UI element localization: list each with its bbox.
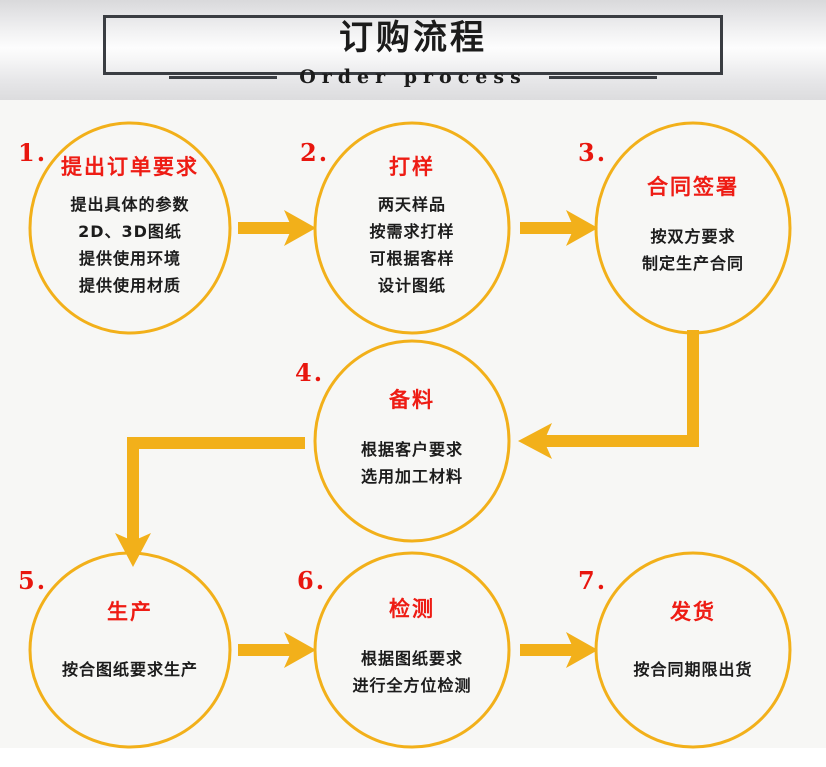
- node-2-line-3: 可根据客样: [369, 249, 455, 268]
- node-1-line-3: 提供使用环境: [78, 249, 181, 268]
- node-1[interactable]: 提出订单要求 提出具体的参数 2D、3D图纸 提供使用环境 提供使用材质: [30, 119, 230, 337]
- node-1-line-2: 2D、3D图纸: [78, 222, 182, 241]
- step-number-7: 7.: [578, 566, 608, 595]
- node-7-line-1: 按合同期限出货: [633, 660, 753, 679]
- node-6-line-2: 进行全方位检测: [352, 676, 472, 695]
- node-4[interactable]: 备料 根据客户要求 选用加工材料: [312, 332, 512, 550]
- node-5-line-1: 按合图纸要求生产: [61, 660, 198, 679]
- page-title: 订购流程: [339, 18, 487, 58]
- step-number-1: 1.: [18, 138, 48, 167]
- node-6-line-1: 根据图纸要求: [360, 649, 463, 668]
- node-3-line-2: 制定生产合同: [641, 254, 744, 273]
- bottom-strip: [0, 748, 826, 767]
- subtitle-rule-left: [169, 75, 278, 79]
- node-4-line-2: 选用加工材料: [360, 467, 463, 486]
- node-5-lines: 按合图纸要求生产: [62, 656, 198, 683]
- node-1-line-4: 提供使用材质: [78, 276, 181, 295]
- node-3-title: 合同签署: [647, 175, 739, 199]
- node-7-title: 发货: [670, 600, 716, 624]
- node-2[interactable]: 打样 两天样品 按需求打样 可根据客样 设计图纸: [312, 119, 512, 337]
- header-band: 订购流程 Order process: [0, 0, 826, 100]
- node-1-title: 提出订单要求: [61, 155, 199, 179]
- node-1-line-1: 提出具体的参数: [70, 195, 190, 214]
- node-4-title: 备料: [389, 388, 435, 412]
- node-3-line-1: 按双方要求: [650, 227, 736, 246]
- node-6[interactable]: 检测 根据图纸要求 进行全方位检测: [312, 541, 512, 759]
- step-number-2: 2.: [300, 138, 330, 167]
- node-5-title: 生产: [107, 600, 153, 624]
- node-2-line-2: 按需求打样: [369, 222, 455, 241]
- step-number-3: 3.: [578, 138, 608, 167]
- subtitle-row: Order process: [0, 63, 826, 91]
- subtitle-rule-right: [548, 75, 657, 79]
- node-3[interactable]: 合同签署 按双方要求 制定生产合同: [593, 119, 793, 337]
- node-4-line-1: 根据客户要求: [360, 440, 463, 459]
- node-4-lines: 根据客户要求 选用加工材料: [361, 436, 463, 490]
- node-2-lines: 两天样品 按需求打样 可根据客样 设计图纸: [369, 191, 454, 299]
- step-number-6: 6.: [297, 566, 327, 595]
- node-7-lines: 按合同期限出货: [633, 656, 752, 683]
- node-2-title: 打样: [389, 155, 435, 179]
- node-7[interactable]: 发货 按合同期限出货: [593, 541, 793, 759]
- header-frame: [103, 15, 723, 75]
- node-1-lines: 提出具体的参数 2D、3D图纸 提供使用环境 提供使用材质: [70, 191, 189, 299]
- step-number-4: 4.: [295, 358, 325, 387]
- node-5[interactable]: 生产 按合图纸要求生产: [30, 541, 230, 759]
- node-6-title: 检测: [389, 597, 435, 621]
- node-2-line-4: 设计图纸: [377, 276, 446, 295]
- node-6-lines: 根据图纸要求 进行全方位检测: [352, 645, 471, 699]
- step-number-5: 5.: [18, 566, 48, 595]
- node-3-lines: 按双方要求 制定生产合同: [642, 223, 744, 277]
- page-subtitle: Order process: [299, 66, 527, 88]
- node-2-line-1: 两天样品: [377, 195, 446, 214]
